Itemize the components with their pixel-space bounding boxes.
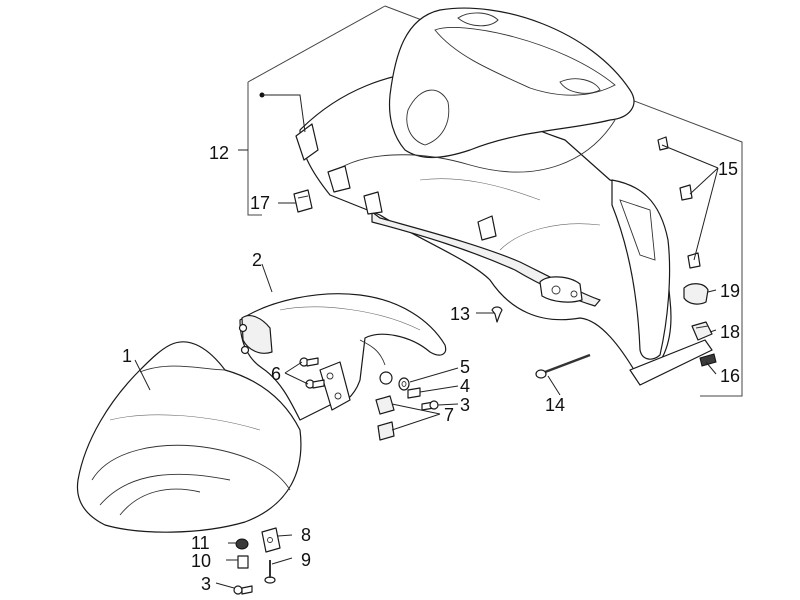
clip-18 xyxy=(691,321,713,341)
callout-6: 6 xyxy=(271,364,281,384)
callout-16: 16 xyxy=(720,366,740,386)
clip-19 xyxy=(683,283,709,305)
callout-17: 17 xyxy=(250,193,270,213)
washer-5 xyxy=(398,377,410,391)
callout-3-lower: 3 xyxy=(201,574,211,594)
bracket-8 xyxy=(261,527,281,553)
callout-19: 19 xyxy=(720,281,740,301)
callout-11: 11 xyxy=(191,533,210,553)
leg-shield-inner-cover xyxy=(295,7,713,386)
callout-18: 18 xyxy=(720,322,740,342)
screw-3-upper xyxy=(421,400,439,411)
callout-9: 9 xyxy=(301,550,311,570)
sleeve-10 xyxy=(237,555,249,569)
callout-2: 2 xyxy=(252,250,262,270)
screw-13 xyxy=(491,306,503,323)
clip-17 xyxy=(293,189,313,213)
screw-9 xyxy=(264,560,276,584)
front-mudguard xyxy=(76,341,302,533)
callout-labels: 1 2 3 3 4 5 6 7 8 9 10 11 12 13 14 15 16… xyxy=(122,143,740,594)
screw-6-b xyxy=(305,379,325,389)
mudguard-hugger xyxy=(238,293,447,421)
callout-7: 7 xyxy=(444,405,454,425)
nut-clip-7-b xyxy=(377,421,395,441)
callout-5: 5 xyxy=(460,357,470,377)
callout-1: 1 xyxy=(122,346,132,366)
callout-14: 14 xyxy=(545,395,565,415)
clip-16 xyxy=(699,353,717,367)
callout-15: 15 xyxy=(718,159,738,179)
callout-13: 13 xyxy=(450,304,470,324)
nut-clip-7-a xyxy=(375,395,395,415)
callout-12: 12 xyxy=(209,143,229,163)
screw-6-a xyxy=(299,357,319,367)
spacer-4 xyxy=(407,387,421,399)
callout-10: 10 xyxy=(191,551,211,571)
callout-8: 8 xyxy=(301,525,311,545)
callout-4: 4 xyxy=(460,376,470,396)
callout-3-upper: 3 xyxy=(460,395,470,415)
grommet-11 xyxy=(235,538,249,550)
leader-lines xyxy=(134,92,719,589)
screw-14 xyxy=(535,353,591,379)
screw-3-lower xyxy=(233,585,253,595)
